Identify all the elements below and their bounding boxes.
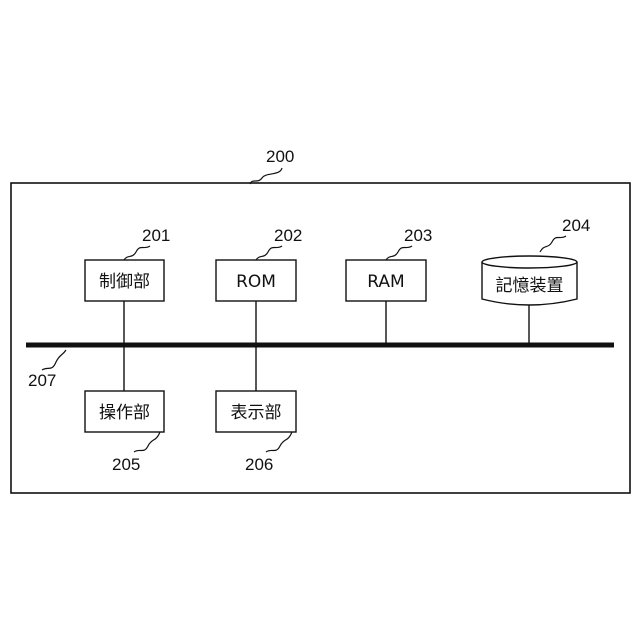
outer-enclosure (11, 183, 630, 493)
display-unit-ref: 206 (245, 455, 273, 474)
storage-device-ref: 204 (562, 216, 590, 235)
ram-label: RAM (367, 272, 404, 292)
ram-ref: 203 (404, 226, 432, 245)
control-unit-label: 制御部 (99, 272, 150, 292)
operation-unit-label: 操作部 (99, 403, 150, 423)
control-unit-leader (124, 246, 150, 260)
outer-ref-leader (250, 168, 282, 184)
display-unit-label: 表示部 (231, 403, 282, 423)
outer-ref-label: 200 (266, 147, 294, 166)
rom-ref: 202 (274, 226, 302, 245)
storage-device-leader (540, 236, 566, 252)
display-unit-leader (266, 432, 292, 452)
bus-ref-leader (42, 350, 66, 370)
bus-ref-label: 207 (28, 371, 56, 390)
storage-device-label: 記憶装置 (496, 276, 564, 296)
operation-unit-ref: 205 (112, 455, 140, 474)
rom-leader (256, 246, 282, 260)
control-unit-ref: 201 (142, 226, 170, 245)
operation-unit-leader (134, 432, 160, 452)
rom-label: ROM (236, 272, 276, 292)
ram-leader (386, 246, 412, 260)
